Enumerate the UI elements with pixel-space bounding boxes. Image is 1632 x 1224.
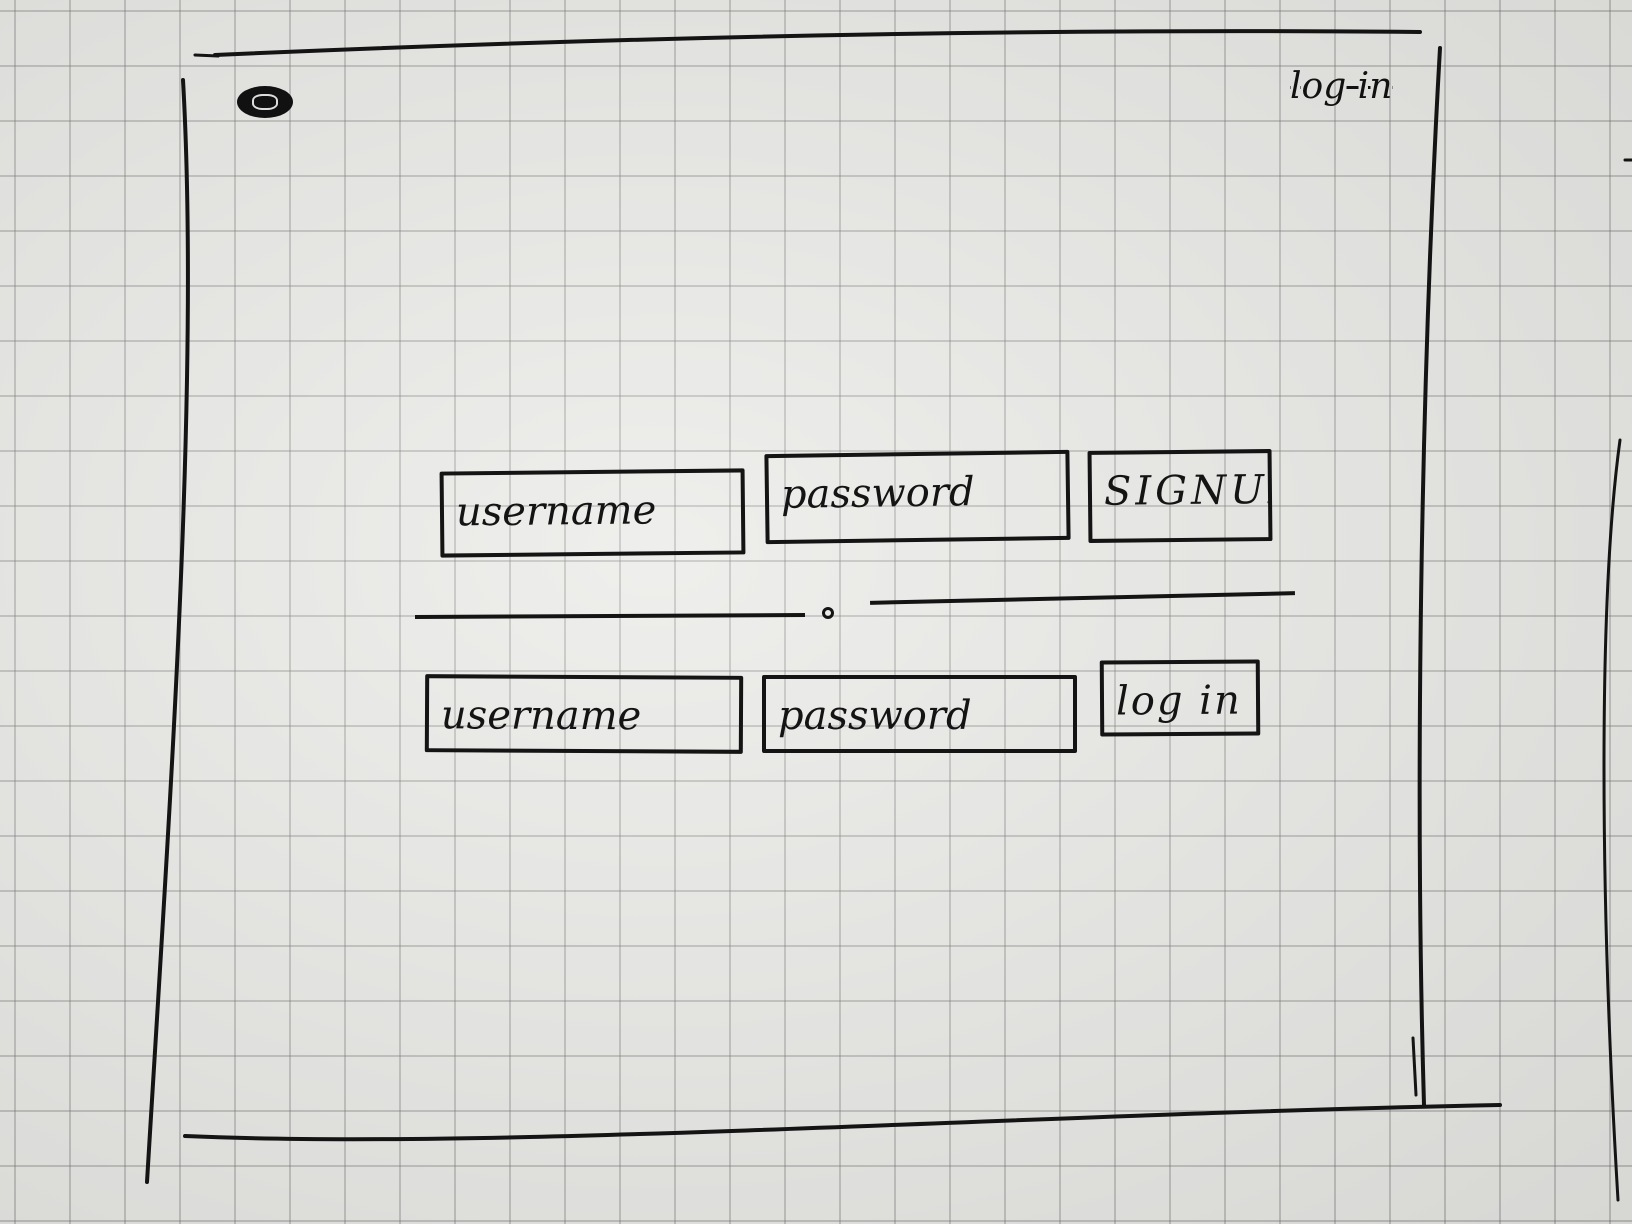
- logo-icon[interactable]: [237, 86, 293, 118]
- login-button[interactable]: log in: [1099, 659, 1261, 737]
- logo-mark: [252, 94, 278, 110]
- login-username-input[interactable]: username: [424, 674, 744, 754]
- header-login-link[interactable]: log in: [1290, 66, 1393, 107]
- signup-username-input[interactable]: username: [439, 468, 746, 558]
- login-password-input[interactable]: password: [762, 675, 1077, 753]
- divider-dot: [822, 607, 834, 619]
- signup-button[interactable]: SIGNUP: [1087, 449, 1273, 543]
- signup-password-input[interactable]: password: [764, 449, 1071, 545]
